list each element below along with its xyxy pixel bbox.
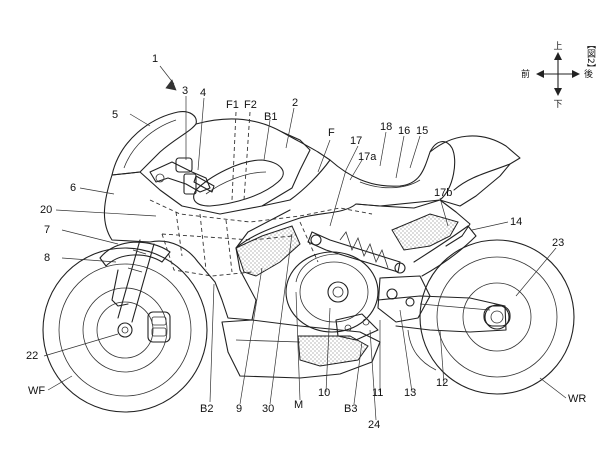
- label-F: F: [328, 127, 335, 139]
- label-B3: B3: [344, 403, 357, 415]
- front-fork: [111, 239, 155, 323]
- label-WF: WF: [28, 385, 45, 397]
- leader-lines: [43, 65, 567, 421]
- label-3: 3: [182, 85, 188, 97]
- label-9: 9: [236, 403, 242, 415]
- side-panel: [235, 199, 471, 249]
- label-14: 14: [510, 216, 522, 228]
- label-17b: 17b: [434, 187, 452, 199]
- label-30: 30: [262, 403, 274, 415]
- rear-shock: [307, 231, 406, 274]
- label-WR: WR: [568, 393, 586, 405]
- label-20: 20: [40, 204, 52, 216]
- label-16: 16: [398, 125, 410, 137]
- figure-number: 【図2】: [585, 40, 596, 73]
- compass-front-label: 前: [521, 68, 530, 80]
- label-17: 17: [350, 135, 362, 147]
- front-cowl: [103, 174, 291, 321]
- label-1: 1: [152, 53, 158, 65]
- fuel-tank: [195, 118, 331, 207]
- compass-down-label: 下: [553, 100, 562, 110]
- label-4: 4: [200, 87, 206, 99]
- label-B2: B2: [200, 403, 213, 415]
- compass-up-label: 上: [553, 41, 562, 52]
- label-18: 18: [380, 121, 392, 133]
- label-23: 23: [552, 237, 564, 249]
- direction-compass: 上 下 前 後: [521, 41, 593, 110]
- label-B1: B1: [264, 111, 277, 123]
- front-wheel: [42, 247, 208, 413]
- label-22: 22: [26, 350, 38, 362]
- reference-labels: 1 3 4 5 F1 F2 2 B1 F 17 17a 18 16 15 6 2…: [26, 53, 586, 431]
- tank-recess: [193, 159, 284, 207]
- label-8: 8: [44, 252, 50, 264]
- label-F1: F1: [226, 99, 239, 111]
- side-panel-hatched-area: [235, 225, 301, 277]
- front-fender: [99, 241, 171, 267]
- rear-wheel: [419, 239, 575, 395]
- windscreen: [111, 111, 197, 176]
- swingarm: [377, 295, 507, 333]
- label-11: 11: [372, 387, 383, 399]
- label-12: 12: [436, 377, 448, 389]
- label-10: 10: [318, 387, 330, 399]
- label-24: 24: [368, 419, 380, 431]
- label-5: 5: [112, 109, 118, 121]
- label-13: 13: [404, 387, 416, 399]
- label-2: 2: [292, 97, 298, 109]
- label-7: 7: [44, 224, 50, 236]
- label-17a: 17a: [358, 151, 377, 163]
- linkage: [335, 275, 431, 341]
- handlebar-assembly: [149, 157, 215, 195]
- label-15: 15: [416, 125, 428, 137]
- label-F2: F2: [244, 99, 257, 111]
- label-6: 6: [70, 182, 76, 194]
- label-M: M: [294, 399, 303, 411]
- tail-cowl: [429, 135, 521, 191]
- compass-rear-label: 後: [584, 68, 593, 80]
